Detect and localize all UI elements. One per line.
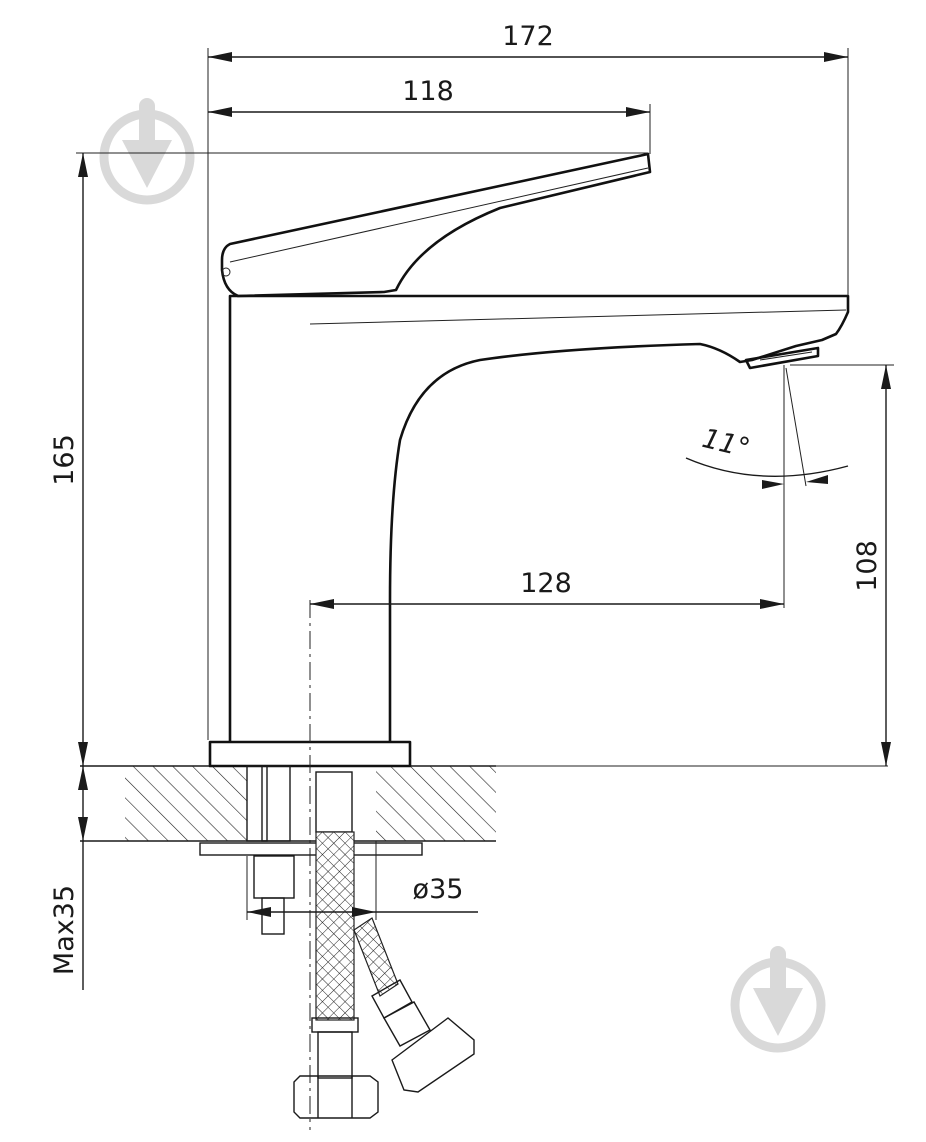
- dimension-165: 165: [49, 152, 648, 766]
- label-172: 172: [502, 21, 554, 52]
- watermark-icon-bottom: [730, 946, 826, 1053]
- dimension-118: 118: [208, 76, 651, 154]
- faucet-body: [208, 294, 850, 768]
- mounting-hardware: [199, 765, 423, 935]
- label-diameter: ø35: [413, 874, 464, 905]
- faucet-handle: [220, 152, 652, 298]
- dimension-128: 128: [310, 365, 785, 609]
- watermark-icon-top: [99, 98, 195, 205]
- dimension-108: 108: [790, 364, 894, 766]
- supply-hose-straight: [293, 831, 379, 1119]
- label-118: 118: [402, 76, 454, 107]
- countertop: [80, 765, 888, 842]
- supply-hose-angled: [353, 917, 475, 1093]
- label-165: 165: [49, 434, 80, 486]
- dimension-angle-11: 11°: [685, 367, 849, 489]
- label-max35: Max35: [49, 885, 80, 975]
- dimension-max35: Max35: [49, 766, 88, 990]
- dimension-diameter-35: ø35: [246, 841, 478, 920]
- dimension-172: 172: [207, 21, 849, 740]
- label-108: 108: [852, 540, 883, 592]
- label-angle: 11°: [699, 423, 753, 465]
- label-128: 128: [520, 568, 572, 599]
